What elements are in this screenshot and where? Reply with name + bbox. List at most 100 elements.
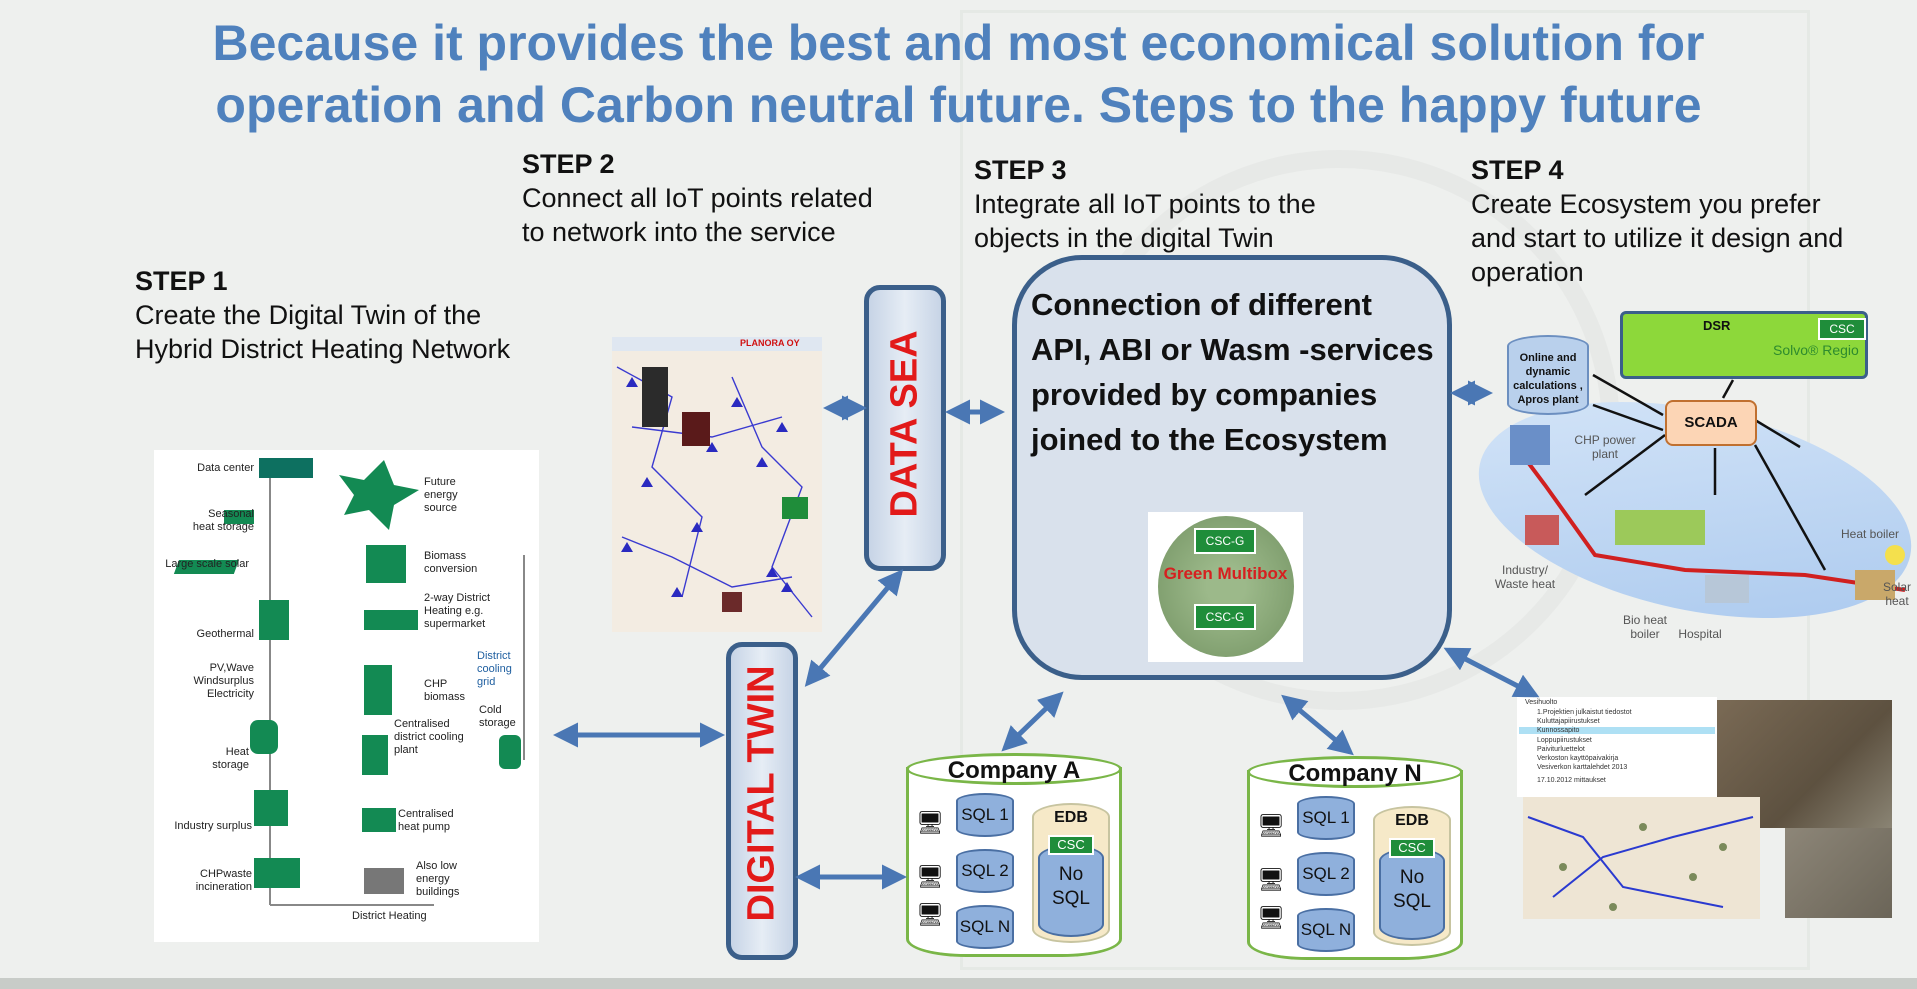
dh-label-cooling-grid: District cooling grid	[477, 650, 512, 688]
computer-icon: 🖥	[1257, 905, 1285, 930]
company-a-nosql: No SQL	[1038, 845, 1104, 937]
green-multibox: CSC-G Green Multibox CSC-G	[1148, 512, 1303, 662]
computer-icon: 🖥	[916, 810, 944, 835]
eco-label-solar: Solar heat	[1882, 580, 1911, 608]
step-2-line-1: Connect all IoT points related	[522, 183, 873, 213]
company-a-name: Company A	[947, 757, 1081, 784]
step-4-heading: STEP 4	[1471, 155, 1564, 185]
company-a-nosql-line-1: No	[1058, 864, 1084, 885]
step-4-line-3: operation	[1471, 257, 1584, 287]
company-n-nosql: No SQL	[1379, 848, 1445, 940]
iot-map-graphic	[612, 337, 822, 618]
folder-item[interactable]: 1.Projektien julkaistut tiedostot	[1537, 709, 1632, 716]
company-a-edb-label: EDB	[1054, 809, 1088, 826]
ecosystem-connection-text: Connection of different API, ABI or Wasm…	[1031, 282, 1451, 462]
step-2-line-2: to network into the service	[522, 217, 836, 247]
dh-label-cooling-plant: Centralised district cooling plant	[394, 718, 464, 756]
computer-icon: 🖥	[1257, 867, 1285, 892]
step-4: STEP 4 Create Ecosystem you prefer and s…	[1471, 153, 1843, 289]
folder-item[interactable]: Vesihuolto	[1525, 699, 1558, 706]
folder-item[interactable]: Vesiverkon karttalehdet 2013	[1537, 764, 1628, 771]
district-heating-lines	[173, 458, 525, 906]
step-4-line-1: Create Ecosystem you prefer	[1471, 189, 1821, 219]
dh-label-cold-storage: Cold storage	[479, 704, 516, 729]
data-sea-box	[864, 285, 946, 571]
step-3-heading: STEP 3	[974, 155, 1067, 185]
scada-box: SCADA	[1665, 400, 1757, 446]
network-map-thumbnail	[1523, 797, 1760, 919]
company-a: Company A 🖥 🖥 🖥 SQL 1 SQL 2 SQL N EDB No…	[904, 753, 1124, 968]
title-line-2: operation and Carbon neutral future. Ste…	[215, 77, 1702, 133]
company-n-name: Company N	[1288, 760, 1422, 787]
dh-label-2way-dh: 2-way District Heating e.g. supermarket	[424, 592, 491, 630]
folder-item[interactable]: Verkoston kayttöpaivakirja	[1537, 755, 1619, 762]
ecosystem-graphics	[1510, 373, 1906, 603]
dsr-label: DSR	[1703, 318, 1731, 333]
network-map-lines	[1527, 816, 1754, 911]
center-line-2: API, ABI or Wasm -services	[1031, 332, 1434, 367]
company-a-edb: EDB No SQL CSC	[1032, 803, 1110, 943]
multibox-label: Green Multibox	[1163, 564, 1288, 583]
multibox-csc-g-bottom: CSC-G	[1194, 604, 1256, 630]
dh-label-geothermal: Geothermal	[196, 628, 254, 640]
company-n-csc-tag: CSC	[1389, 838, 1435, 858]
dh-label-large-solar: Large scale solar	[165, 558, 249, 570]
eco-label-industry: Industry/ Waste heat	[1494, 563, 1556, 591]
company-a-sql-1: SQL 1	[956, 793, 1014, 837]
district-heating-diagram: Data center Seasonal heat storage Large …	[154, 450, 539, 942]
step-2-heading: STEP 2	[522, 149, 615, 179]
company-a-csc-tag: CSC	[1048, 835, 1094, 855]
slide-title: Because it provides the best and most ec…	[0, 12, 1917, 136]
eco-label-heat-boiler: Heat boiler	[1840, 527, 1900, 541]
dh-label-chp-waste: CHPwaste incineration	[195, 868, 252, 893]
step-2: STEP 2 Connect all IoT points related to…	[522, 147, 873, 249]
company-a-sql-n: SQL N	[956, 905, 1014, 949]
dh-label-data-center: Data center	[197, 462, 254, 474]
step-1: STEP 1 Create the Digital Twin of the Hy…	[135, 264, 510, 366]
computer-icon: 🖥	[916, 864, 944, 889]
folder-item[interactable]: Loppupiirustukset	[1537, 737, 1592, 744]
folder-item-selected[interactable]: Kunnossapito	[1519, 727, 1715, 734]
step-3-line-1: Integrate all IoT points to the	[974, 189, 1316, 219]
dh-label-district-heating: District Heating	[352, 910, 427, 922]
computer-icon: 🖥	[916, 902, 944, 927]
dh-label-heat-pump: Centralised heat pump	[398, 808, 454, 833]
company-n-nosql-line-2: SQL	[1392, 891, 1432, 912]
digital-twin-box	[726, 642, 798, 960]
company-n: Company N 🖥 🖥 🖥 SQL 1 SQL 2 SQL N EDB No…	[1245, 756, 1465, 971]
computer-icon: 🖥	[1257, 813, 1285, 838]
company-n-nosql-line-1: No	[1399, 867, 1425, 888]
dh-label-seasonal-storage: Seasonal heat storage	[192, 508, 254, 533]
dh-label-pv-wave-wind: PV,Wave Windsurplus Electricity	[193, 662, 254, 700]
dh-label-biomass: Biomass conversion	[424, 550, 478, 575]
folder-item[interactable]: Kuluttajapiirustukset	[1537, 718, 1600, 725]
folder-item[interactable]: Paiviturluettelot	[1537, 746, 1585, 753]
dh-label-industry-surplus: Industry surplus	[174, 820, 252, 832]
project-file-browser: Vesihuolto 1.Projektien julkaistut tiedo…	[1517, 697, 1717, 797]
dh-label-low-energy: Also low energy buildings	[416, 860, 460, 898]
data-sea-label: DATA SEA	[883, 330, 926, 518]
center-line-3: provided by companies	[1031, 377, 1378, 412]
step-1-heading: STEP 1	[135, 266, 228, 296]
iot-map-brand: PLANORA OY	[740, 338, 800, 348]
ecosystem-illustration: DSR Solvo® Regio CSC Online and dynamic …	[1459, 305, 1917, 670]
online-calculations-cylinder: Online and dynamic calculations , Apros …	[1507, 335, 1589, 415]
center-line-1: Connection of different	[1031, 287, 1372, 322]
eco-label-bio-heat: Bio heat boiler	[1622, 613, 1668, 641]
company-a-nosql-line-2: SQL	[1051, 888, 1091, 909]
folder-item[interactable]: 17.10.2012 mittaukset	[1537, 777, 1606, 784]
company-n-sql-2: SQL 2	[1297, 852, 1355, 896]
bottom-bar	[0, 978, 1917, 989]
step-3-line-2: objects in the digital Twin	[974, 223, 1274, 253]
pipe-trench-photo	[1785, 828, 1892, 918]
title-line-1: Because it provides the best and most ec…	[212, 15, 1705, 71]
company-n-cylinder-top	[1247, 756, 1463, 788]
eco-label-chp: CHP power plant	[1574, 433, 1636, 461]
company-n-edb: EDB No SQL CSC	[1373, 806, 1451, 946]
company-n-sql-1: SQL 1	[1297, 796, 1355, 840]
multibox-csc-g-top: CSC-G	[1194, 528, 1256, 554]
dh-label-future-energy: Future energy source	[424, 476, 458, 514]
company-n-edb-label: EDB	[1395, 812, 1429, 829]
step-3: STEP 3 Integrate all IoT points to the o…	[974, 153, 1316, 255]
